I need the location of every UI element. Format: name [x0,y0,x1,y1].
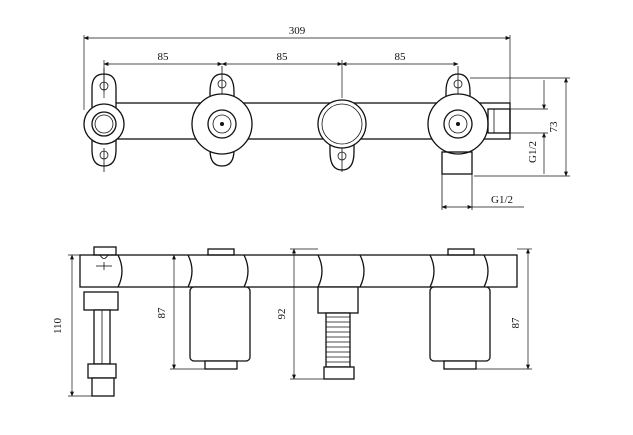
dim-spacing-1: 85 [158,51,170,63]
dim-thread-bottom: G1/2 [491,194,513,206]
body-cylinder-1 [189,286,251,370]
dim-height-body-2: 87 [510,317,522,329]
valve-2 [191,93,253,155]
top-view: 309 85 85 85 73 G1/2 G1/2 [83,25,570,210]
dim-height-body-1: 87 [156,307,168,319]
dim-height-left: 110 [52,317,64,334]
dim-height-center: 92 [276,309,288,320]
center-threaded-pipe [317,286,359,380]
dim-spacing-3: 85 [395,51,407,63]
front-view: 110 87 92 87 [52,246,532,397]
dim-spacing-2: 85 [277,51,289,63]
valve-4 [427,93,489,155]
valve-3 [317,99,367,149]
cap-4 [447,248,475,256]
body-cylinder-2 [429,286,491,370]
dim-overall-width: 309 [289,25,306,37]
valve-1 [83,103,125,145]
cap-1 [93,246,117,256]
bottom-outlet [441,151,473,175]
front-body-bar [79,254,518,288]
left-inlet-pipe [83,291,119,397]
dim-thread-side: G1/2 [527,141,539,163]
cap-2 [207,248,235,256]
side-outlet [487,108,511,134]
dim-height-top: 73 [548,121,560,133]
